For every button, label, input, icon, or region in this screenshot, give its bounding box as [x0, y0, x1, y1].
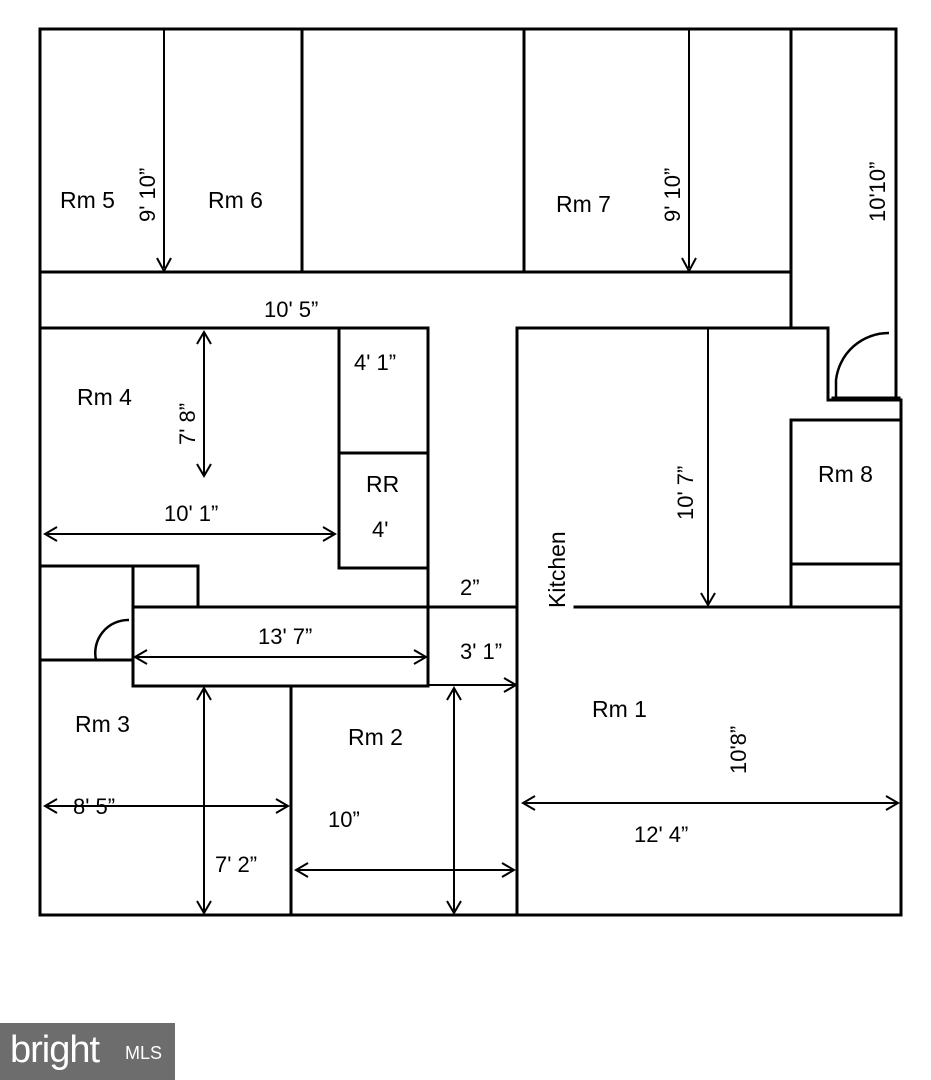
- room-label-kitchen: Kitchen: [544, 531, 570, 608]
- dim-label: 10' 1”: [164, 501, 218, 526]
- door-arc: [94, 618, 130, 661]
- dim-label: 9' 10”: [660, 168, 685, 222]
- dim-label: 10' 7”: [673, 466, 698, 520]
- arrowhead: [521, 795, 900, 811]
- dim-label: 8' 5”: [73, 794, 115, 819]
- logo-suffix: MLS: [125, 1043, 163, 1063]
- arrowhead: [43, 526, 337, 542]
- arrowhead: [700, 592, 716, 607]
- dim-label: 3' 1”: [460, 639, 502, 664]
- room-label-rm1: Rm 1: [592, 696, 647, 722]
- dim-label: 7' 8”: [175, 403, 200, 445]
- room-label-rm7: Rm 7: [556, 191, 611, 217]
- arrowhead: [681, 257, 697, 274]
- arrowhead: [503, 677, 518, 693]
- dim-label: 2”: [460, 575, 480, 600]
- arrowhead: [133, 649, 428, 665]
- arrowhead: [294, 862, 516, 878]
- room-label-rm3: Rm 3: [75, 711, 130, 737]
- dim-label: 13' 7”: [258, 624, 312, 649]
- door-arc: [834, 331, 890, 398]
- arrowhead: [156, 257, 172, 274]
- dim-label: 7' 2”: [215, 852, 257, 877]
- room-label-rm6: Rm 6: [208, 187, 263, 213]
- arrowhead: [446, 686, 462, 915]
- arrowhead: [196, 330, 212, 478]
- room-label-rr: RR: [366, 471, 399, 497]
- logo-brand: bright: [10, 1029, 100, 1071]
- room-label-rm5: Rm 5: [60, 187, 115, 213]
- dim-label: 4': [372, 517, 388, 542]
- room-label-rm8: Rm 8: [818, 461, 873, 487]
- dim-label: 10' 5”: [264, 297, 318, 322]
- arrowhead: [196, 686, 212, 915]
- dim-label: 10'8”: [726, 726, 751, 774]
- dim-label: 12' 4”: [634, 822, 688, 847]
- dim-label: 10”: [328, 807, 360, 832]
- room-label-rm4: Rm 4: [77, 384, 132, 410]
- dim-label: 4' 1”: [354, 350, 396, 375]
- dim-label: 10'10”: [865, 162, 890, 222]
- arrowhead: [43, 798, 290, 814]
- bright-mls-logo: bright MLS: [0, 1023, 175, 1080]
- room-label-rm2: Rm 2: [348, 724, 403, 750]
- dim-label: 9' 10”: [135, 168, 160, 222]
